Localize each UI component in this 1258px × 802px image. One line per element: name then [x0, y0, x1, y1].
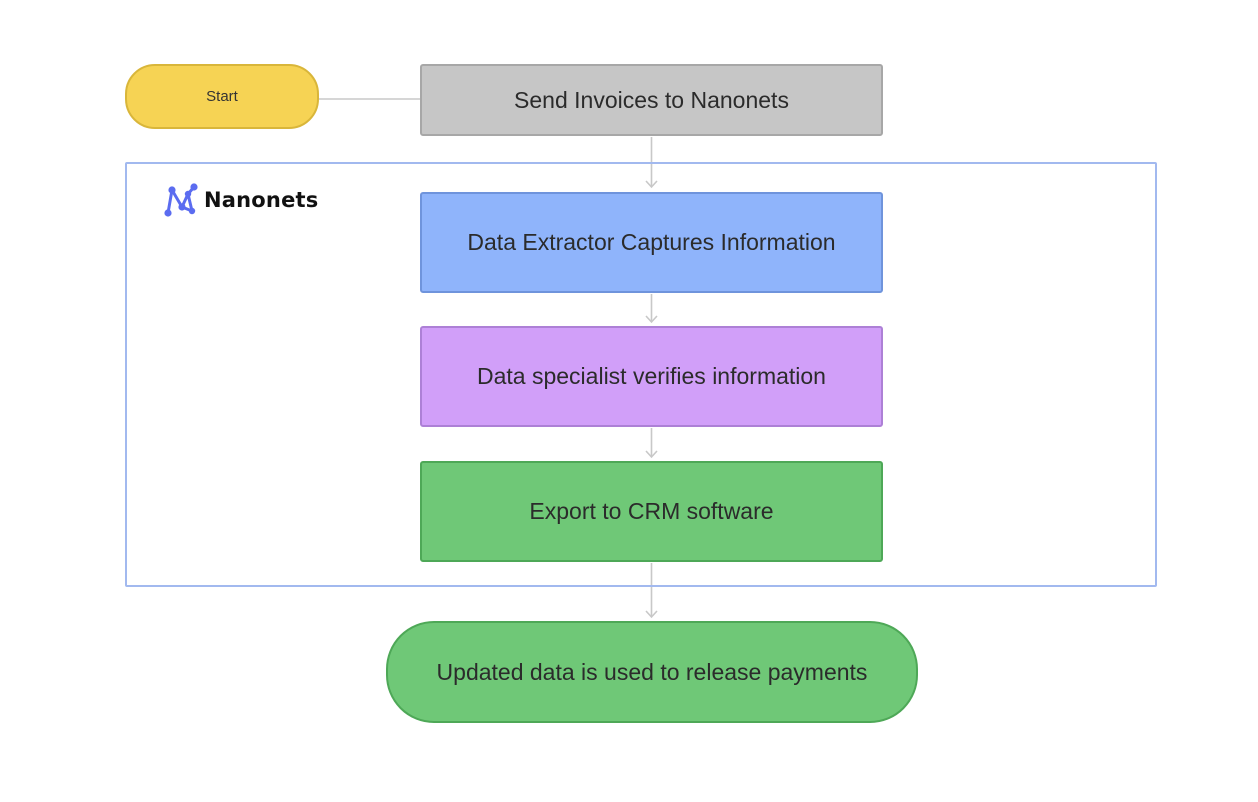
- arrowhead-export-release: [645, 610, 658, 619]
- arrowhead-verify-export: [645, 450, 658, 459]
- data-specialist-node: Data specialist verifies information: [420, 326, 883, 427]
- export-crm-node: Export to CRM software: [420, 461, 883, 562]
- release-payments-node: Updated data is used to release payments: [386, 621, 918, 723]
- nanonets-logo-icon: [164, 183, 198, 217]
- nanonets-logo: Nanonets: [162, 180, 318, 220]
- arrowhead-extract-verify: [645, 315, 658, 324]
- nanonets-group-container: [125, 162, 1157, 587]
- start-node: Start: [125, 64, 319, 129]
- data-extractor-node: Data Extractor Captures Information: [420, 192, 883, 293]
- arrowhead-send-extract: [645, 180, 658, 189]
- send-invoices-node: Send Invoices to Nanonets: [420, 64, 883, 136]
- nanonets-logo-text: Nanonets: [204, 188, 319, 212]
